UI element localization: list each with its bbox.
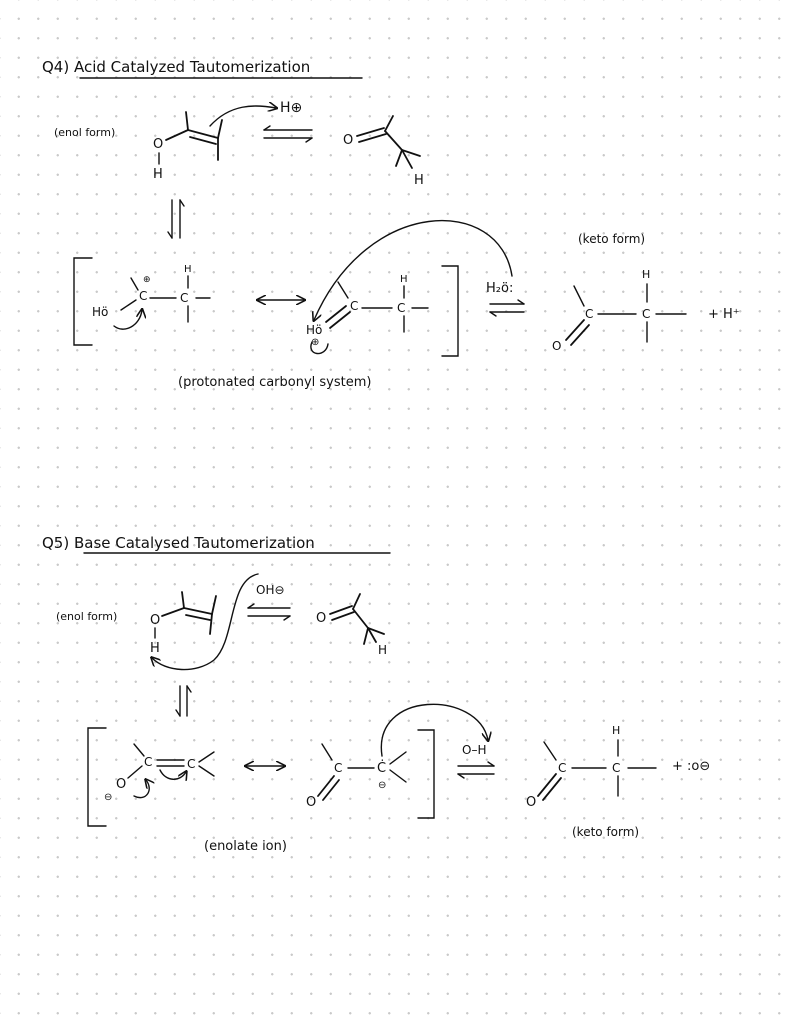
pi-shift-arrow: [310, 341, 329, 355]
oxonium-oxygen: Hö: [306, 323, 322, 337]
q5-keto-oxygen: O: [316, 611, 326, 626]
alpha-hydrogen: H: [184, 264, 192, 275]
h-plus-catalyst: H⊕: [280, 100, 302, 116]
q5-keto-product: O C C H: [526, 724, 657, 810]
oxonium-charge: ⊕: [311, 337, 319, 348]
q4-keto-structure-top: O H: [343, 115, 424, 188]
q5-equilibrium-arrows: [247, 603, 291, 621]
methyl-bond-2: [217, 119, 223, 139]
q5-equilibrium-arrows-2: [457, 761, 495, 779]
keto-oxygen: O: [343, 133, 353, 148]
q5-product-alpha-carbon: C: [612, 761, 620, 775]
cation-carbon: C: [139, 289, 147, 303]
product-oxygen: O: [552, 339, 561, 353]
q4-heading: Q4) Acid Catalyzed Tautomerization: [42, 58, 310, 76]
q5-enol-structure: O H: [150, 591, 217, 656]
oxonium-structure: Hö ⊕ C C H: [306, 274, 429, 355]
q5-enolate-label: (enolate ion): [204, 839, 287, 854]
methyl-bond: [185, 111, 189, 131]
water-base: H₂ö:: [486, 281, 513, 296]
q4-keto-label: (keto form): [578, 232, 645, 246]
enol-oxygen: O: [153, 137, 163, 152]
q4-system-label: (protonated carbonyl system): [178, 375, 371, 390]
hydroxide-attack-arrow: [152, 573, 259, 671]
carbanion-oxygen: O: [306, 795, 316, 810]
hydroxy-group: Hö: [92, 305, 108, 319]
q5-product-hydrogen: H: [612, 724, 620, 737]
alpha-carbon: C: [180, 291, 188, 305]
vertical-equilibrium-2: [175, 685, 192, 717]
product-hydrogen: H: [642, 268, 650, 281]
enolate-alpha-carbon: C: [187, 757, 195, 771]
cation-charge: ⊕: [143, 275, 151, 285]
c-c-double-bond-1: [187, 129, 219, 139]
q5-section: Q5) Base Catalysed Tautomerization (enol…: [42, 534, 710, 854]
q5-enol-label: (enol form): [56, 610, 117, 623]
enolate-pair-arrow: [133, 780, 149, 799]
pi-bond-shift-arrow: [159, 770, 186, 779]
o-c-bond: [165, 129, 189, 141]
keto-hydrogen: H: [414, 173, 424, 188]
equilibrium-arrows: [263, 125, 313, 143]
vertical-equilibrium-1: [167, 199, 185, 239]
q5-enol-hydrogen: H: [150, 641, 160, 656]
enolate-bracket: [87, 727, 435, 827]
q5-keto-label: (keto form): [572, 825, 639, 839]
carbanion-charge: ⊖: [378, 780, 386, 791]
q5-product-oxygen: O: [526, 795, 536, 810]
equilibrium-arrows-2: [489, 299, 525, 317]
carbanion-structure: O C Ċ ⊖: [306, 743, 407, 810]
enolate-oxygen: O: [116, 777, 126, 792]
carbanion-carbon: Ċ: [377, 759, 386, 776]
protonation-arrow: [380, 703, 488, 757]
c-c-double-bond-2: [189, 136, 217, 145]
regenerated-hydroxide: + :o⊖: [672, 759, 710, 774]
regenerated-h-plus: + H⁺: [708, 307, 740, 322]
resonance-bracket: [73, 257, 459, 357]
product-alpha-carbon: C: [642, 307, 650, 321]
hydroxide-catalyst: OH⊖: [256, 583, 285, 597]
enolate-structure: ⊖ O C C: [104, 743, 215, 803]
q4-section: Q4) Acid Catalyzed Tautomerization (enol…: [42, 58, 740, 390]
q5-product-carbonyl-carbon: C: [558, 761, 566, 775]
carbonyl-carbon: C: [350, 299, 358, 313]
product-carbonyl-carbon: C: [585, 307, 593, 321]
q4-enol-structure: O H: [153, 111, 223, 182]
q5-keto-structure-top: O H: [316, 593, 387, 657]
deprotonation-arrow: [314, 220, 513, 320]
q4-enol-label: (enol form): [54, 126, 115, 139]
q5-keto-hydrogen: H: [378, 643, 387, 657]
q4-keto-product: O C C H: [552, 268, 687, 353]
carbocation-structure: Hö C ⊕ C H: [92, 264, 211, 330]
enolate-carbon: C: [144, 755, 152, 769]
water-proton-source: O–H: [462, 743, 486, 757]
q5-heading: Q5) Base Catalysed Tautomerization: [42, 534, 315, 552]
alpha-carbon-2: C: [397, 301, 405, 315]
alpha-hydrogen-2: H: [400, 274, 408, 285]
enolate-charge: ⊖: [104, 792, 112, 803]
carbanion-carbonyl-carbon: C: [334, 761, 342, 775]
q5-enol-oxygen: O: [150, 613, 160, 628]
enol-hydrogen: H: [153, 167, 163, 182]
lone-pair-arrow: [113, 310, 142, 330]
proton-attack-arrow: [209, 106, 276, 127]
